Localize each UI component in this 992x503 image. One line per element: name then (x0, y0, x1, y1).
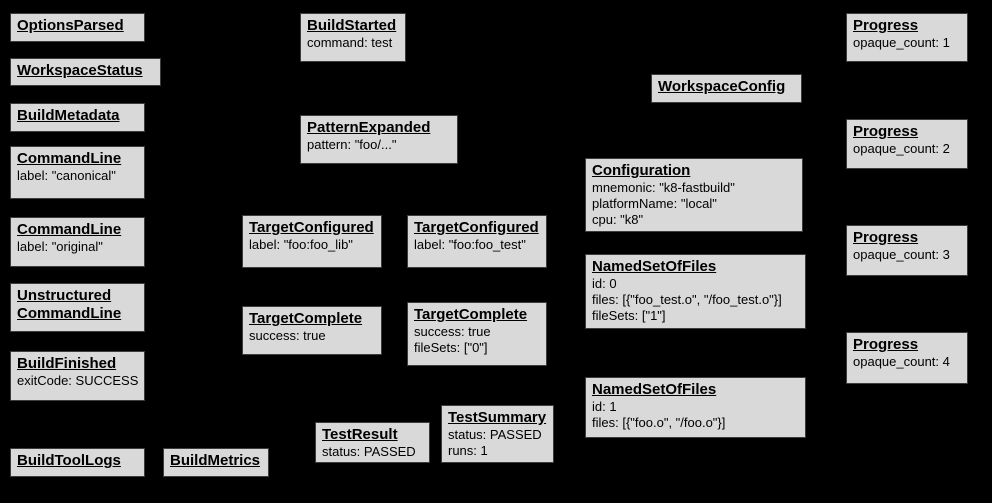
node-field: id: 0 (592, 276, 617, 291)
node-title: BuildStarted (307, 17, 397, 34)
node-title: CommandLine (17, 221, 122, 238)
node-target-complete-foo-test: TargetComplete success: true fileSets: [… (407, 302, 547, 366)
node-title: BuildToolLogs (17, 452, 121, 469)
node-field: opaque_count: 3 (853, 247, 950, 262)
node-field: success: true (414, 324, 491, 339)
node-field: success: true (249, 328, 326, 343)
node-title: BuildMetrics (170, 452, 261, 469)
node-field: fileSets: ["0"] (414, 340, 488, 355)
node-field: files: [{"foo.o", "/foo.o"}] (592, 415, 726, 430)
node-title: TargetConfigured (249, 219, 374, 236)
node-field: opaque_count: 1 (853, 35, 950, 50)
node-field: opaque_count: 4 (853, 354, 950, 369)
node-command-line-canonical: CommandLine label: "canonical" (10, 146, 145, 199)
node-title: BuildFinished (17, 355, 117, 372)
node-title: CommandLine (17, 305, 122, 322)
node-named-set-of-files-1: NamedSetOfFiles id: 1 files: [{"foo.o", … (585, 377, 806, 438)
node-workspace-config: WorkspaceConfig (651, 74, 802, 103)
node-unstructured-command-line: Unstructured CommandLine (10, 283, 145, 332)
node-field: fileSets: ["1"] (592, 308, 666, 323)
node-title: Configuration (592, 162, 691, 179)
node-pattern-expanded: PatternExpanded pattern: "foo/..." (300, 115, 458, 164)
node-target-configured-foo-lib: TargetConfigured label: "foo:foo_lib" (242, 215, 382, 268)
node-title: NamedSetOfFiles (592, 381, 717, 398)
node-title: Progress (853, 123, 919, 140)
node-title: PatternExpanded (307, 119, 431, 136)
node-title: OptionsParsed (17, 17, 124, 34)
node-field: runs: 1 (448, 443, 488, 458)
node-build-metadata: BuildMetadata (10, 103, 145, 132)
node-build-tool-logs: BuildToolLogs (10, 448, 145, 477)
node-title: Progress (853, 336, 919, 353)
node-title: TargetComplete (249, 310, 363, 327)
node-command-line-original: CommandLine label: "original" (10, 217, 145, 267)
node-field: command: test (307, 35, 393, 50)
node-target-configured-foo-test: TargetConfigured label: "foo:foo_test" (407, 215, 547, 268)
node-build-started: BuildStarted command: test (300, 13, 406, 62)
node-title: TargetConfigured (414, 219, 539, 236)
node-title: Unstructured (17, 287, 112, 304)
node-field: label: "foo:foo_test" (414, 237, 526, 252)
node-title: NamedSetOfFiles (592, 258, 717, 275)
node-title: Progress (853, 17, 919, 34)
node-target-complete-foo-lib: TargetComplete success: true (242, 306, 382, 355)
node-field: files: [{"foo_test.o", "/foo_test.o"}] (592, 292, 782, 307)
node-test-result: TestResult status: PASSED (315, 422, 430, 463)
node-title: TestSummary (448, 409, 547, 426)
node-field: status: PASSED (322, 444, 416, 459)
node-options-parsed: OptionsParsed (10, 13, 145, 42)
node-progress-1: Progress opaque_count: 1 (846, 13, 968, 62)
node-field: cpu: "k8" (592, 212, 644, 227)
node-workspace-status: WorkspaceStatus (10, 58, 161, 86)
node-field: label: "foo:foo_lib" (249, 237, 353, 252)
node-field: platformName: "local" (592, 196, 717, 211)
node-title: TargetComplete (414, 306, 528, 323)
node-field: mnemonic: "k8-fastbuild" (592, 180, 735, 195)
node-progress-3: Progress opaque_count: 3 (846, 225, 968, 276)
node-progress-2: Progress opaque_count: 2 (846, 119, 968, 169)
node-field: id: 1 (592, 399, 617, 414)
node-configuration: Configuration mnemonic: "k8-fastbuild" p… (585, 158, 803, 232)
node-field: label: "original" (17, 239, 103, 254)
node-title: BuildMetadata (17, 107, 120, 124)
node-field: label: "canonical" (17, 168, 116, 183)
node-title: Progress (853, 229, 919, 246)
node-title: CommandLine (17, 150, 122, 167)
node-title: WorkspaceStatus (17, 62, 143, 79)
node-field: status: PASSED (448, 427, 542, 442)
node-build-finished: BuildFinished exitCode: SUCCESS (10, 351, 145, 401)
node-title: TestResult (322, 426, 398, 443)
node-progress-4: Progress opaque_count: 4 (846, 332, 968, 384)
node-field: pattern: "foo/..." (307, 137, 397, 152)
node-build-metrics: BuildMetrics (163, 448, 269, 477)
node-field: exitCode: SUCCESS (17, 373, 139, 388)
node-test-summary: TestSummary status: PASSED runs: 1 (441, 405, 554, 463)
node-named-set-of-files-0: NamedSetOfFiles id: 0 files: [{"foo_test… (585, 254, 806, 329)
node-field: opaque_count: 2 (853, 141, 950, 156)
node-title: WorkspaceConfig (658, 78, 786, 95)
